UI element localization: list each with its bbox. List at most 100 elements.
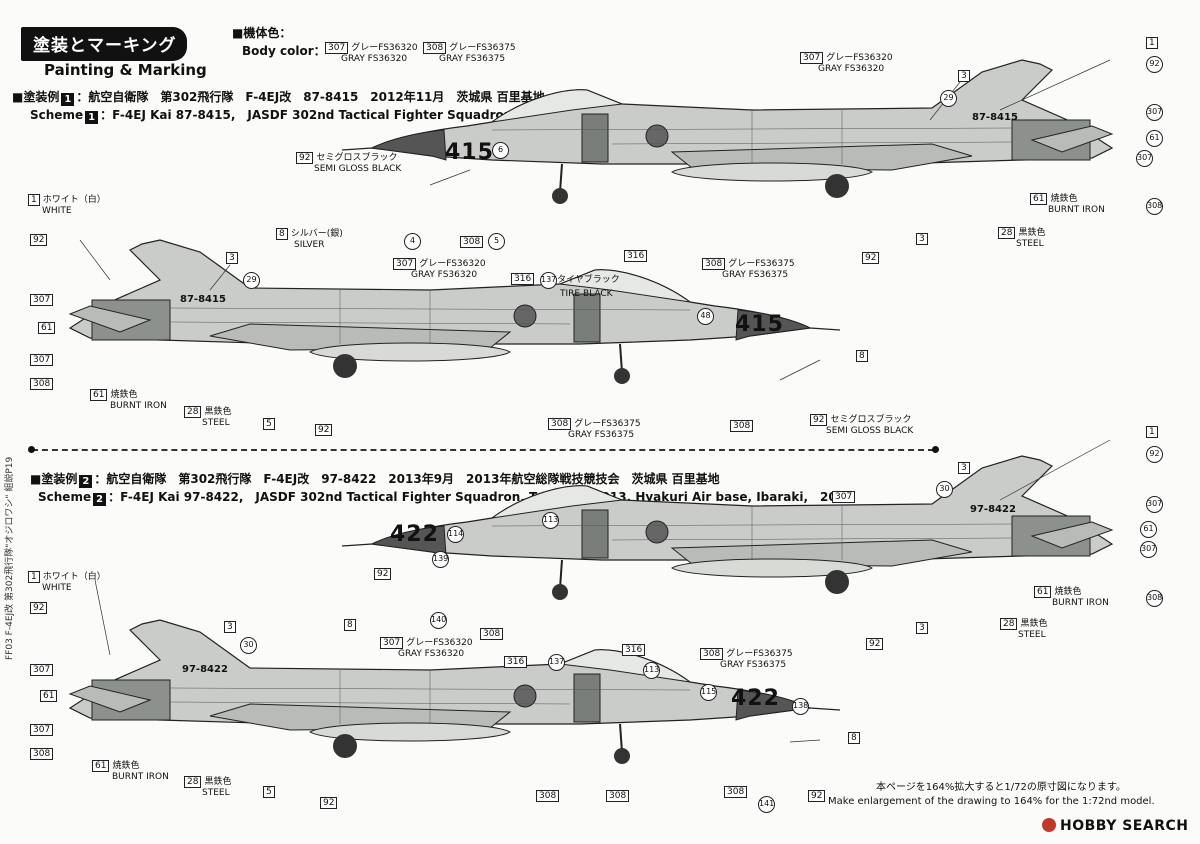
callout-number: 307 <box>393 258 417 270</box>
callout-113-s2: 113 <box>542 512 559 529</box>
callout-text: 焼鉄色 <box>1050 194 1078 204</box>
scale-note-en: Make enlargement of the drawing to 164% … <box>828 796 1155 807</box>
callout-text-en: WHITE <box>42 583 72 593</box>
callout-text-en: STEEL <box>1016 239 1044 249</box>
callout-number: 48 <box>697 308 714 325</box>
callout-308c: 308 <box>730 420 756 432</box>
callout-text: グレーFS36320 <box>406 638 473 648</box>
callout-number: 5 <box>488 233 505 250</box>
callout-92c-s2: 92 <box>374 568 394 580</box>
callout-number: 92 <box>866 638 884 650</box>
paint-name-en: GRAY FS36375 <box>439 54 506 64</box>
callout-number: 316 <box>622 644 646 656</box>
callout-number: 3 <box>916 233 928 245</box>
callout-number: 137 <box>548 654 565 671</box>
callout-number: 29 <box>940 90 957 107</box>
callout-1-top-s2: 1 <box>1146 426 1161 438</box>
callout-5b: 5 <box>488 233 505 250</box>
callout-text: 黒鉄色 <box>1020 619 1048 629</box>
callout-6: 6 <box>492 142 509 159</box>
callout-tire-black: 137タイヤブラック TIRE BLACK <box>540 272 620 300</box>
callout-number: 28 <box>184 776 202 788</box>
callout-number: 61 <box>1034 586 1052 598</box>
callout-text-en: STEEL <box>202 788 230 798</box>
callout-number: 1 <box>28 194 40 206</box>
callout-number: 138 <box>792 698 809 715</box>
callout-number: 92 <box>1146 56 1163 73</box>
callout-3-right: 3 <box>916 233 931 245</box>
section-title-english: Painting & Marking <box>44 61 207 79</box>
scheme1-tail-number: 87-8415 <box>972 112 1018 123</box>
callout-text-en: SEMI GLOSS BLACK <box>314 164 402 174</box>
callout-308d-s2: 308 <box>606 790 632 802</box>
scheme-prefix-en: Scheme <box>30 108 84 122</box>
callout-text-en: BURNT IRON <box>1048 205 1105 215</box>
callout-text-en: GRAY FS36320 <box>411 270 478 280</box>
callout-text: 黒鉄色 <box>204 777 232 787</box>
callout-text-en: TIRE BLACK <box>560 289 613 299</box>
callout-316-s2: 316 <box>504 656 530 668</box>
callout-number: 3 <box>916 622 928 634</box>
callout-number: 113 <box>643 662 660 679</box>
scheme1-nose-number-decal-2: 415 <box>735 312 784 337</box>
callout-308c-s2: 308 <box>724 786 750 798</box>
callout-30-top-s2: 30 <box>936 481 953 498</box>
callout-number: 1 <box>1146 426 1158 438</box>
callout-number: 308 <box>536 790 560 802</box>
callout-307b-s2: 307 <box>30 724 56 736</box>
callout-number: 8 <box>276 228 288 240</box>
callout-8b-s2: 8 <box>848 732 863 744</box>
callout-137-s2: 137 <box>548 654 565 671</box>
callout-number: 29 <box>243 272 260 289</box>
hobby-search-logo: HOBBY SEARCH <box>1042 818 1188 834</box>
callout-number: 308 <box>30 748 54 760</box>
callout-92: 92 <box>30 234 50 246</box>
scheme1-nose-number-decal: 415 <box>445 140 494 165</box>
callout-3-top-s2: 3 <box>958 462 973 474</box>
callout-text: グレーFS36375 <box>574 419 641 429</box>
callout-307-top-s2: 307 <box>832 491 858 503</box>
callout-29-top: 29 <box>940 90 957 107</box>
scheme-number-box: 1 <box>61 93 75 106</box>
callout-number: 61 <box>40 690 58 702</box>
callout-141-s2: 141 <box>758 796 775 813</box>
callout-8: 8 <box>856 350 871 362</box>
callout-308b: 308 <box>460 236 486 248</box>
callout-text-en: SILVER <box>294 240 325 250</box>
callout-308b-s2: 308 <box>480 628 506 640</box>
callout-number: 308 <box>700 648 724 660</box>
callout-number: 92 <box>320 797 338 809</box>
callout-number: 307 <box>1140 541 1157 558</box>
scheme2-tail-number: 97-8422 <box>970 504 1016 515</box>
callout-113b-s2: 113 <box>643 662 660 679</box>
callout-number: 139 <box>432 551 449 568</box>
callout-number: 3 <box>224 621 236 633</box>
callout-number: 92 <box>315 424 333 436</box>
body-color-label-en: Body color： <box>242 44 326 58</box>
callout-number: 308 <box>30 378 54 390</box>
paint-name-jp: グレーFS36320 <box>351 43 418 53</box>
callout-number: 308 <box>724 786 748 798</box>
scheme2-nose-number-decal-2: 422 <box>731 686 780 711</box>
callout-307-right: 307 <box>1146 104 1163 121</box>
callout-3: 3 <box>226 252 241 264</box>
callout-number: 307 <box>30 724 54 736</box>
scale-note-jp: 本ページを164%拡大すると1/72の原寸図になります。 <box>876 782 1126 793</box>
callout-number: 5 <box>263 418 275 430</box>
paint-name-en: GRAY FS36320 <box>341 54 408 64</box>
callout-number: 30 <box>936 481 953 498</box>
callout-number: 61 <box>90 389 108 401</box>
scheme-description-en: ：F-4EJ Kai 97-8422, JASDF 302nd Tactical… <box>108 490 854 504</box>
callout-text-en: GRAY FS36375 <box>720 660 787 670</box>
callout-308-s2: 308 <box>30 748 56 760</box>
